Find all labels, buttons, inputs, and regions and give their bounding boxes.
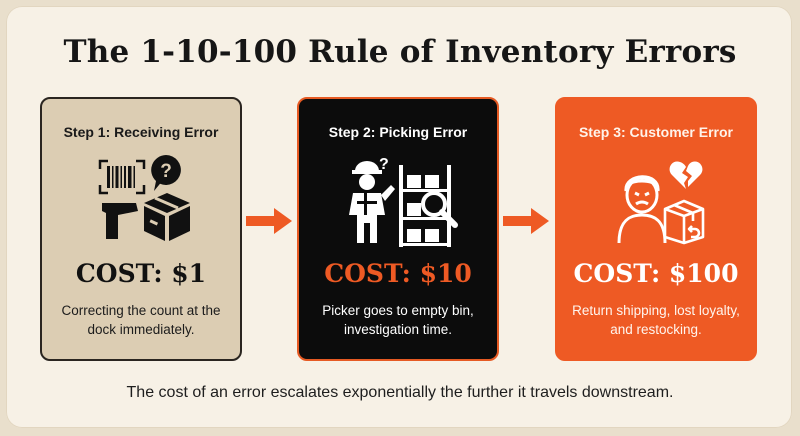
broken-heart-icon xyxy=(669,161,703,189)
step-icons: ? xyxy=(42,151,240,251)
question-icon: ? xyxy=(151,155,181,191)
step-description: Correcting the count at the dock immedia… xyxy=(61,303,221,337)
arrow-right-icon xyxy=(246,208,292,234)
customer-icon xyxy=(617,175,667,244)
svg-text:?: ? xyxy=(160,161,172,182)
step-description: Picker goes to empty bin, investigation … xyxy=(322,303,474,337)
step-icons: ? xyxy=(299,151,497,251)
cost-value: COST: $10 xyxy=(324,259,472,288)
worker-icon: ? xyxy=(349,156,395,243)
arrow-right-icon xyxy=(503,208,549,234)
step-description: Return shipping, lost loyalty, and resto… xyxy=(572,303,740,337)
step-label: Step 1: Receiving Error xyxy=(63,124,219,140)
step-card-picking: Step 2: Picking Error ? xyxy=(297,97,499,361)
page-title: The 1-10-100 Rule of Inventory Errors xyxy=(63,34,737,70)
cost-value: COST: $100 xyxy=(573,259,739,288)
step-label: Step 2: Picking Error xyxy=(328,124,468,140)
barcode-scanner-icon xyxy=(98,159,146,239)
step-icons xyxy=(557,151,755,251)
footer-caption: The cost of an error escalates exponenti… xyxy=(126,384,674,401)
magnifier-icon xyxy=(421,191,458,228)
box-icon xyxy=(144,193,190,241)
step-label: Step 3: Customer Error xyxy=(578,124,734,140)
shelf-icon xyxy=(399,165,451,247)
cost-value: COST: $1 xyxy=(75,259,207,288)
step-card-customer: Step 3: Customer Error xyxy=(555,97,757,361)
step-card-receiving: Step 1: Receiving Error ? xyxy=(40,97,242,361)
return-box-icon xyxy=(663,199,705,245)
svg-text:?: ? xyxy=(379,156,389,173)
